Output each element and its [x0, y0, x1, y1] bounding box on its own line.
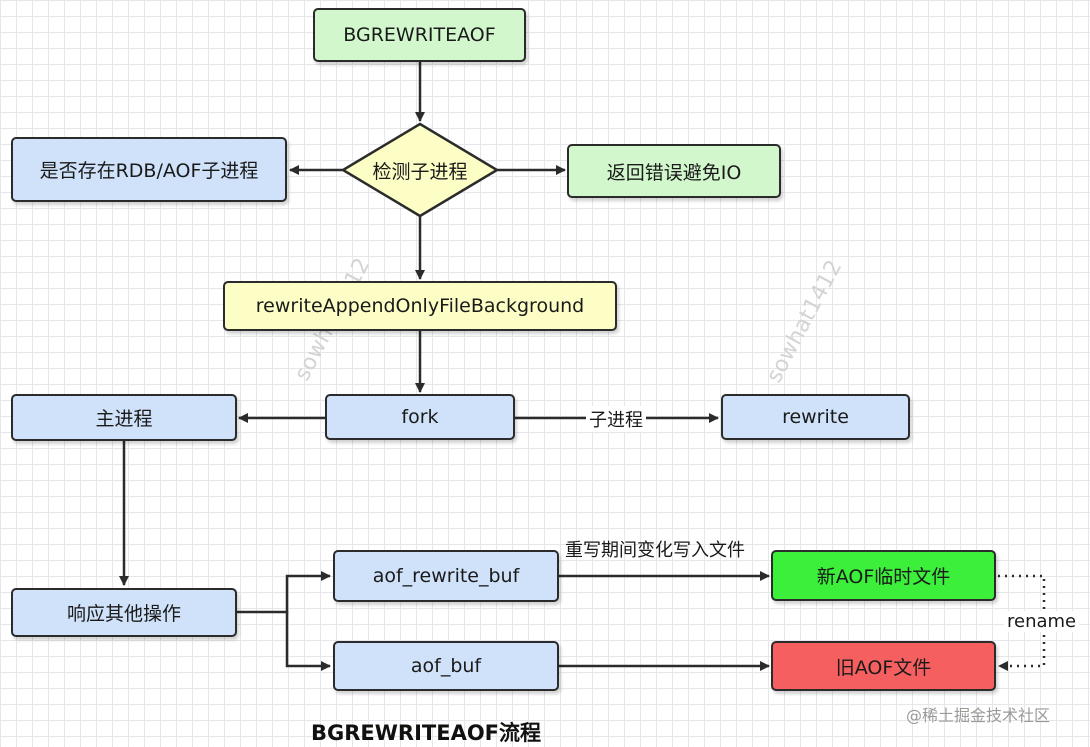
node-fork[interactable]: fork	[325, 394, 515, 440]
node-respond-other-ops[interactable]: 响应其他操作	[11, 588, 237, 637]
node-exists-rdb-aof-label: 是否存在RDB/AOF子进程	[39, 160, 259, 182]
node-return-error[interactable]: 返回错误避免IO	[567, 144, 781, 198]
node-new-aof-temp-file[interactable]: 新AOF临时文件	[771, 550, 996, 601]
node-rewrite-bg-label: rewriteAppendOnlyFileBackground	[255, 295, 585, 317]
node-rewrite-append-only-file-background[interactable]: rewriteAppendOnlyFileBackground	[223, 281, 617, 331]
rename-arrowhead	[998, 661, 1008, 671]
node-rewrite-label: rewrite	[782, 406, 849, 428]
node-exists-rdb-aof[interactable]: 是否存在RDB/AOF子进程	[11, 137, 287, 202]
node-aof-rewrite-buf[interactable]: aof_rewrite_buf	[333, 550, 559, 602]
node-return-error-label: 返回错误避免IO	[606, 161, 742, 184]
node-bgrewriteaof-label: BGREWRITEAOF	[343, 24, 496, 46]
node-check-child-label: 检测子进程	[372, 160, 468, 183]
edge-respond-to-rewritebuf	[237, 571, 331, 614]
edge-respond-to-aofbuf	[285, 612, 331, 671]
node-aof-rewrite-buf-label: aof_rewrite_buf	[372, 565, 520, 587]
node-aof-buf-label: aof_buf	[410, 655, 482, 677]
node-old-aof-file[interactable]: 旧AOF文件	[771, 641, 996, 691]
node-respond-ops-label: 响应其他操作	[66, 603, 181, 625]
diagram-title: BGREWRITEAOF流程	[311, 721, 542, 745]
node-old-aof-label: 旧AOF文件	[835, 656, 932, 679]
node-main-process[interactable]: 主进程	[11, 394, 237, 441]
footer-watermark: @稀土掘金技术社区	[906, 706, 1051, 725]
edge-label-write-changes: 重写期间变化写入文件	[565, 540, 745, 561]
node-fork-label: fork	[401, 406, 439, 428]
node-new-aof-temp-label: 新AOF临时文件	[816, 566, 951, 588]
node-main-process-label: 主进程	[95, 408, 153, 430]
node-bgrewriteaof[interactable]: BGREWRITEAOF	[313, 8, 526, 62]
edge-label-child-process: 子进程	[586, 406, 646, 432]
node-aof-buf[interactable]: aof_buf	[333, 641, 559, 691]
edge-label-rename: rename	[1004, 611, 1080, 632]
node-rewrite[interactable]: rewrite	[721, 394, 910, 440]
